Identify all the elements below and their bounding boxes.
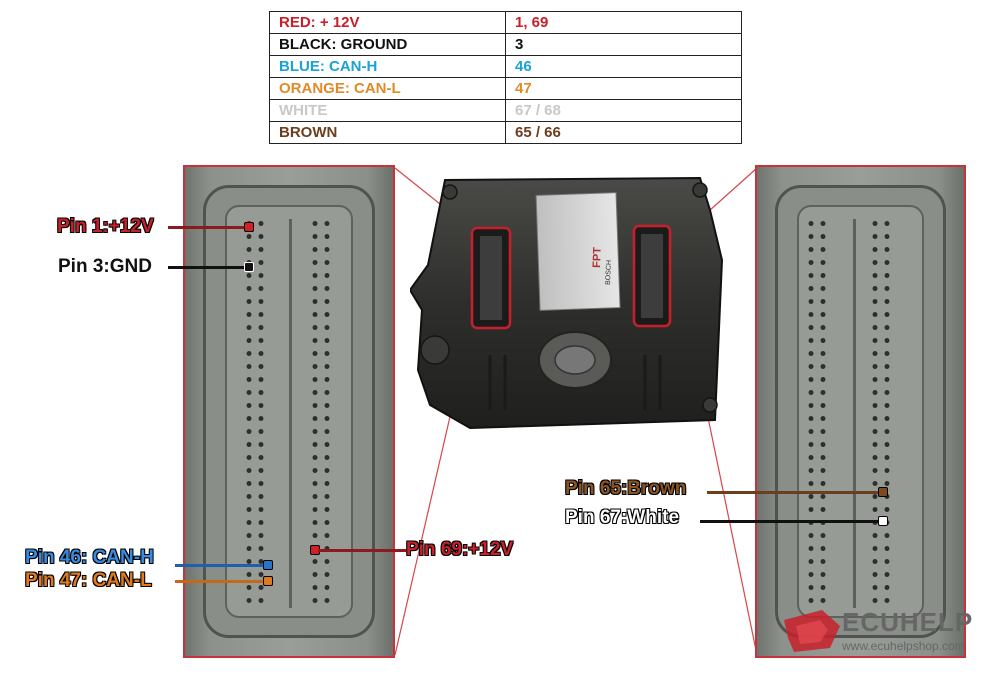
- pin3-label: Pin 3:GND: [58, 256, 152, 277]
- ecu-unit-photo: FPT BOSCH: [410, 176, 724, 430]
- watermark-url: www.ecuhelpshop.com: [842, 639, 965, 653]
- table-row: BROWN 65 / 66: [269, 121, 742, 144]
- pin67-label: Pin 67:White: [565, 507, 680, 529]
- pin1-marker: [244, 222, 254, 232]
- wiring-table: RED: + 12V 1, 69 BLACK: GROUND 3 BLUE: C…: [269, 11, 742, 144]
- pin69-leader-line: [318, 549, 406, 552]
- pin65-label: Pin 65:Brown: [565, 478, 687, 500]
- ecu-maker-text: BOSCH: [605, 260, 613, 285]
- pin3-marker: [244, 262, 254, 272]
- pin47-leader-line: [175, 580, 265, 583]
- connector-key-rib: [853, 219, 856, 608]
- right-connector-photo: [755, 165, 966, 658]
- pin46-marker: [263, 560, 273, 570]
- pin65-marker: [878, 487, 888, 497]
- pin67-leader-line: [700, 520, 879, 523]
- pin46-leader-line: [175, 564, 265, 567]
- pin47-label: Pin 47: CAN-L: [25, 570, 152, 592]
- left-connector-photo: [183, 165, 395, 658]
- ecu-label-plate: [535, 192, 621, 311]
- pin-column: [805, 217, 829, 610]
- pin-column: [243, 217, 267, 610]
- pin46-label: Pin 46: CAN-H: [25, 547, 154, 569]
- ecu-brand-text: FPT: [591, 247, 604, 268]
- pin-column: [869, 217, 893, 610]
- pin3-leader-line: [168, 266, 246, 269]
- pin1-leader-line: [168, 226, 246, 229]
- ecuhelp-logo: [784, 610, 840, 652]
- pin-number-cell: 65 / 66: [505, 121, 742, 144]
- pin65-leader-line: [707, 491, 879, 494]
- table-row: WHITE 67 / 68: [269, 99, 742, 122]
- pin69-label: Pin 69:+12V: [406, 539, 514, 561]
- pin-column: [309, 217, 333, 610]
- table-row: ORANGE: CAN-L 47: [269, 77, 742, 100]
- pin67-marker: [878, 516, 888, 526]
- connector-key-rib: [289, 219, 292, 608]
- pin47-marker: [263, 576, 273, 586]
- pin1-label: Pin 1:+12V: [57, 216, 154, 238]
- wire-color-cell: ORANGE: CAN-L: [269, 77, 506, 100]
- pin-number-cell: 67 / 68: [505, 99, 742, 122]
- watermark-brand: ECUHELP: [842, 607, 974, 637]
- wire-color-cell: BROWN: [269, 121, 506, 144]
